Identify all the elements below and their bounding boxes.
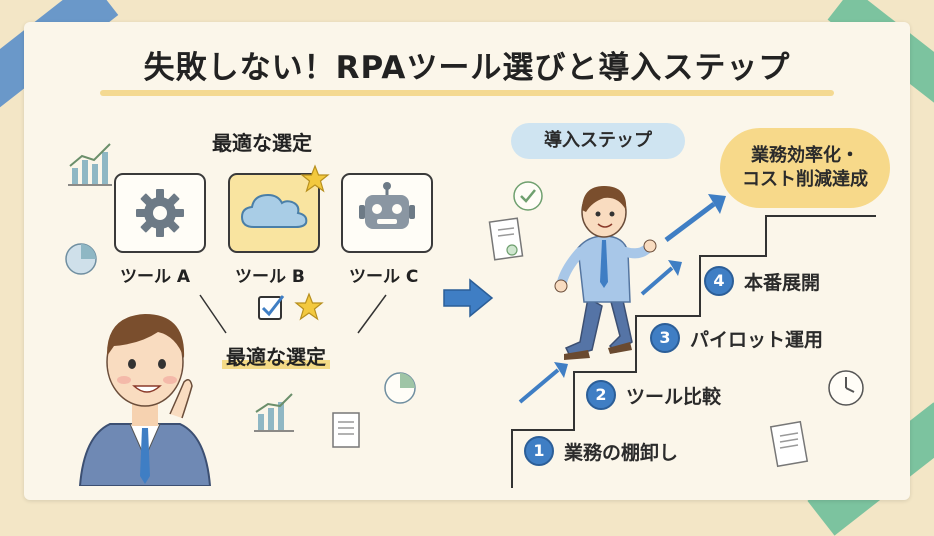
page-title: 失敗しない！RPAツール選びと導入ステップ [143, 50, 791, 86]
step-1-label: 業務の棚卸し [564, 441, 679, 464]
step-4-number: 4 [704, 266, 734, 296]
selection-heading: 最適な選定 [212, 131, 312, 155]
tool-b-label: ツール B [235, 267, 305, 287]
step-1-number: 1 [524, 436, 554, 466]
tool-a-card[interactable] [114, 173, 206, 253]
step-3-label: パイロット運用 [690, 328, 824, 351]
step-2-number: 2 [586, 380, 616, 410]
star-icon [300, 164, 330, 193]
bar-chart-icon [68, 143, 112, 186]
document-icon [332, 412, 360, 448]
step-3-number: 3 [650, 323, 680, 353]
goal-bubble: 業務効率化・ コスト削減達成 [720, 128, 890, 208]
tool-b-card[interactable] [228, 173, 320, 253]
step-3: 3 パイロット運用 [650, 323, 823, 353]
document-icon [769, 420, 809, 468]
tool-c-card[interactable] [341, 173, 433, 253]
right-arrow-icon [443, 278, 494, 318]
selection-result-text: 最適な選定 [222, 345, 330, 369]
gear-icon [136, 189, 184, 237]
climbing-businessman-illustration [554, 186, 657, 360]
cloud-icon [240, 193, 308, 228]
step-2: 2 ツール比較 [586, 380, 721, 410]
check-circle-icon [513, 181, 543, 211]
robot-icon [359, 182, 415, 229]
pie-chart-icon [384, 372, 416, 404]
up-arrow-icon [640, 260, 682, 296]
staircase [511, 215, 876, 488]
step-4-label: 本番展開 [744, 271, 821, 294]
paper-background [24, 22, 910, 500]
bar-chart-icon [254, 393, 294, 432]
connector-lines [199, 294, 387, 334]
step-4: 4 本番展開 [704, 266, 820, 296]
goal-line-2: コスト削減達成 [742, 169, 868, 190]
step-2-label: ツール比較 [626, 385, 722, 408]
selection-result-label: 最適な選定 [222, 341, 330, 370]
tool-a-label: ツール A [120, 267, 191, 287]
businessman-illustration [78, 314, 212, 486]
document-icon [488, 217, 524, 261]
clock-icon [828, 370, 864, 406]
up-arrow-icon [518, 362, 568, 404]
up-arrow-icon [664, 194, 726, 242]
star-icon [294, 292, 324, 321]
pie-chart-icon [65, 243, 97, 275]
steps-heading: 導入ステップ [511, 123, 685, 159]
title-underline [100, 90, 834, 96]
step-1: 1 業務の棚卸し [524, 436, 678, 466]
checkbox-icon [258, 295, 285, 320]
goal-line-1: 業務効率化・ [751, 145, 859, 166]
tool-c-label: ツール C [349, 267, 419, 287]
